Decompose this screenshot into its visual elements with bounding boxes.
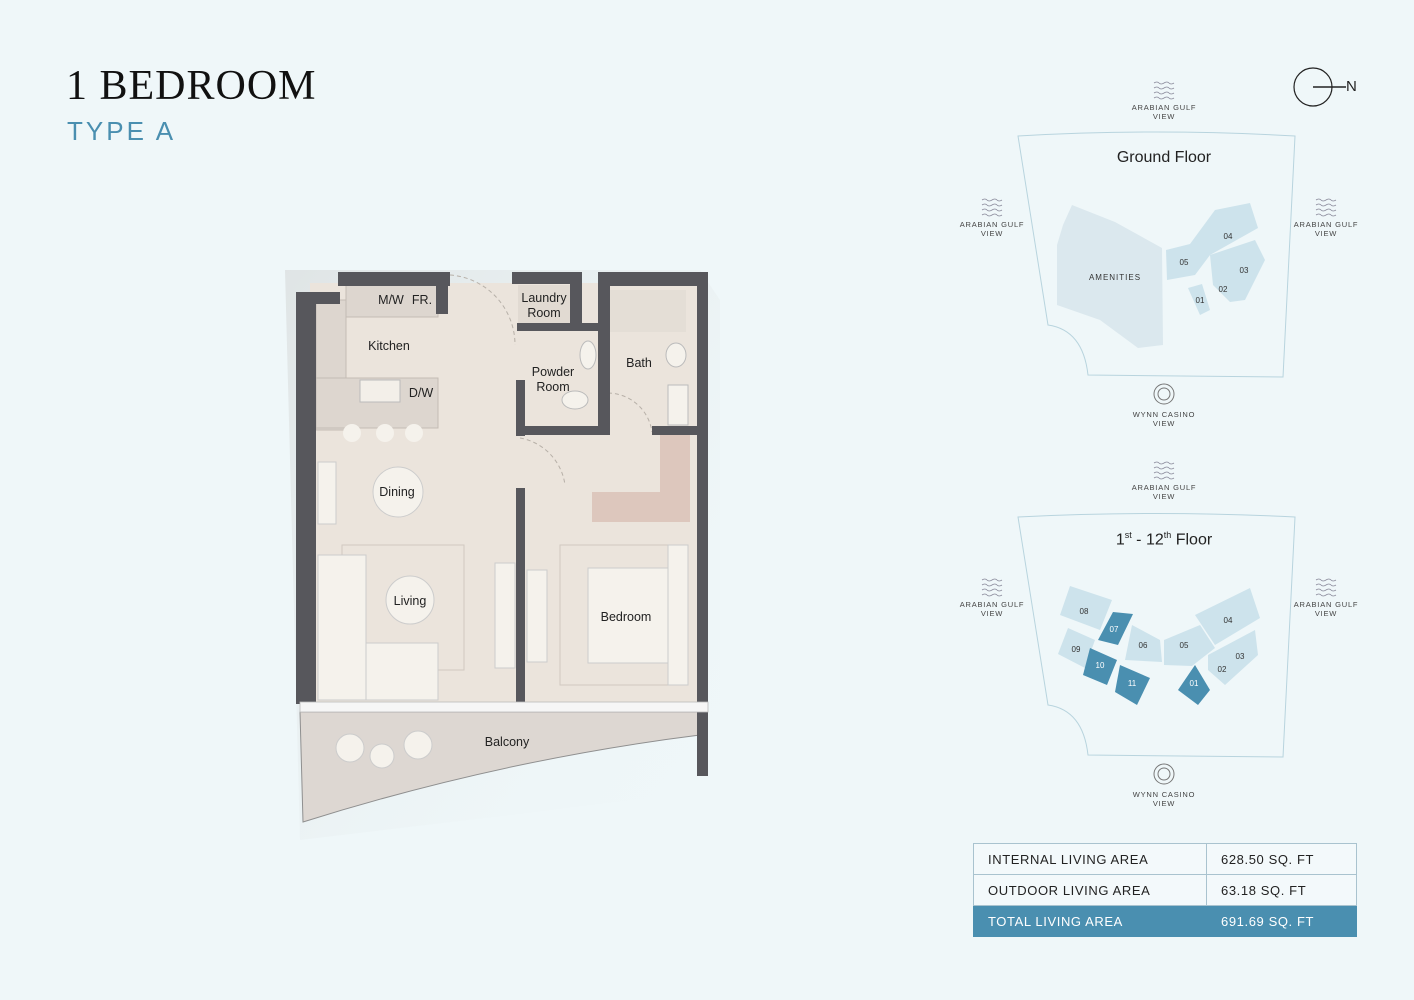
unit-label-highlighted: 10 [1096,661,1105,670]
waves-icon [1153,461,1175,480]
room-label-balcony: Balcony [485,735,530,749]
room-label-bath: Bath [626,356,652,370]
unit-label: 02 [1219,285,1228,294]
unit-label: 05 [1180,258,1189,267]
unit-label: 09 [1072,645,1081,654]
unit-label-highlighted: 11 [1128,679,1137,688]
unit-type: TYPE A [67,116,177,146]
upper-floor-title: 1st - 12th Floor [1115,530,1213,549]
room-label-fridge: FR. [412,293,432,307]
upper-floor-key-plan: 08 07 09 10 11 06 05 04 03 02 01 [1017,513,1296,758]
room-label-kitchen: Kitchen [368,339,410,353]
unit-label: 02 [1218,665,1227,674]
room-label-laundry: Laundry [521,291,567,305]
waves-icon [1315,578,1337,597]
room-label-living: Living [394,594,427,608]
unit-label: 04 [1224,616,1233,625]
casino-chip-icon [1153,383,1175,785]
unit-label: 06 [1139,641,1148,650]
unit-label-highlighted: 07 [1110,625,1119,634]
unit-label: 05 [1180,641,1189,650]
unit-label: 03 [1240,266,1249,275]
compass-north-icon [1293,67,1346,107]
waves-icon [981,578,1003,597]
unit-label: 01 [1196,296,1205,305]
room-label-dining: Dining [379,485,414,499]
unit-label-highlighted: 01 [1190,679,1199,688]
compass-label: N [1346,78,1357,95]
room-label-powder: Powder [532,365,574,379]
unit-label: 08 [1080,607,1089,616]
unit-label: 04 [1224,232,1233,241]
room-label-mw: M/W [378,293,404,307]
room-label-bedroom: Bedroom [601,610,652,624]
waves-icon [1315,198,1337,217]
waves-icon [1153,81,1175,100]
ground-floor-key-plan: AMENITIES 05 04 03 02 01 [1017,131,1296,378]
room-label-laundry-2: Room [527,306,560,320]
room-label-dishwasher: D/W [409,386,434,400]
waves-icon [981,198,1003,217]
room-label-powder-2: Room [536,380,569,394]
unit-label: 03 [1236,652,1245,661]
amenities-label: AMENITIES [1089,273,1141,282]
page-title: 1 BEDROOM [66,63,317,109]
ground-floor-title: Ground Floor [1116,149,1212,166]
